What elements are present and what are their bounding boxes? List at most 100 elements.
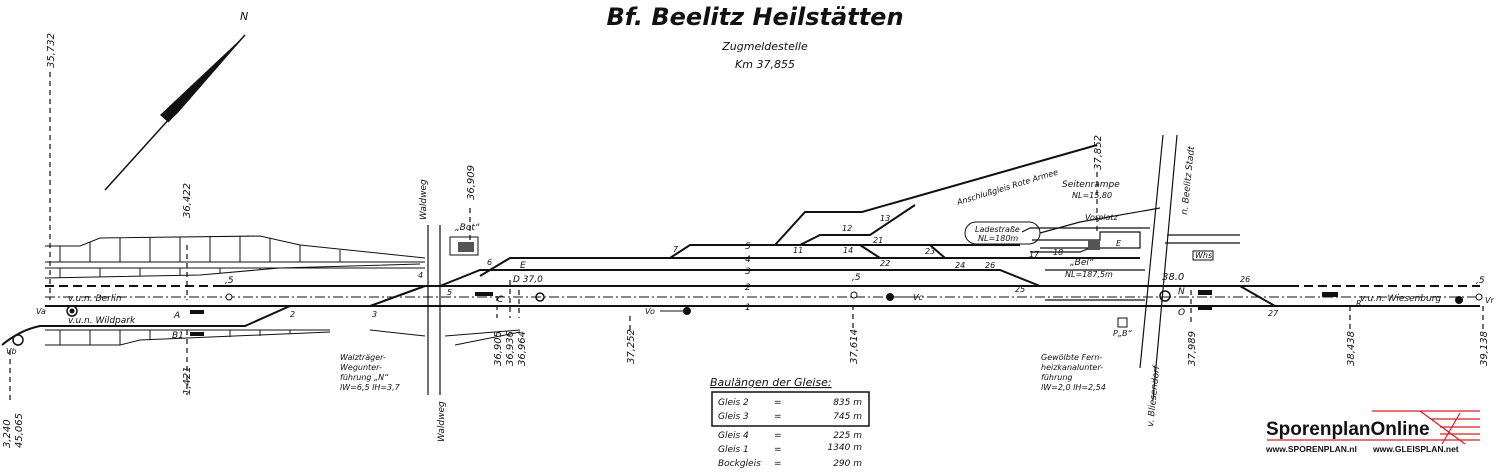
svg-text:38,438: 38,438 [1346, 331, 1357, 366]
svg-text:Vc: Vc [913, 293, 923, 302]
svg-text:NL=187,5m: NL=187,5m [1065, 270, 1113, 279]
svg-text:Wegunter-: Wegunter- [340, 363, 382, 372]
underpass-n-note: Walzträger- Wegunter- führung „N“ lW=6,5… [340, 353, 401, 392]
svg-text:24: 24 [955, 261, 965, 270]
svg-text:37,852: 37,852 [1093, 135, 1104, 170]
svg-text:NL=180m: NL=180m [978, 234, 1018, 243]
svg-text:35,732: 35,732 [46, 33, 57, 68]
svg-text:Bockgleis: Bockgleis [718, 459, 761, 469]
svg-text:Baulängen der Gleise:: Baulängen der Gleise: [710, 376, 832, 389]
svg-text:37,252: 37,252 [626, 329, 637, 364]
svg-text:„Bel“: „Bel“ [1070, 258, 1094, 268]
lengths-row: Gleis 1 = 1340 m [718, 443, 862, 455]
switch-numbers: 2 3 4 5 6 7 11 12 13 14 17 18 21 22 23 2… [290, 214, 1279, 319]
svg-text:6: 6 [487, 258, 492, 267]
svg-text:N: N [240, 10, 248, 23]
svg-text:Whs: Whs [1195, 251, 1212, 260]
svg-text:23: 23 [925, 247, 935, 256]
line-label-wildpark: v.u.n. Wildpark [68, 316, 136, 326]
svg-text:Walzträger-: Walzträger- [340, 353, 386, 362]
svg-text:lW=2,0 lH=2,54: lW=2,0 lH=2,54 [1041, 383, 1106, 392]
svg-text:Vb: Vb [6, 347, 17, 356]
svg-text:3,240: 3,240 [2, 419, 13, 448]
svg-text:=: = [774, 445, 782, 455]
lengths-row: Bockgleis = 290 m [718, 459, 862, 469]
svg-text:39,138: 39,138 [1479, 331, 1490, 366]
svg-text:Va: Va [36, 307, 46, 316]
road-label-waldweg-top: Waldweg [419, 179, 429, 220]
road-label-beelitz-stadt: n. Beelitz Stadt [1180, 145, 1197, 215]
svg-text:E: E [520, 261, 526, 271]
svg-text:7: 7 [673, 245, 679, 254]
svg-text:14: 14 [843, 246, 853, 255]
svg-text:37,614: 37,614 [849, 329, 860, 364]
svg-text:„Bot“: „Bot“ [455, 223, 480, 233]
svg-text:Vorplatz: Vorplatz [1085, 213, 1119, 222]
svg-text:,5: ,5 [852, 273, 861, 283]
lengths-row: Gleis 2 = 835 m [718, 398, 862, 408]
roads [427, 134, 1240, 401]
svg-text:führung „N“: führung „N“ [340, 373, 389, 382]
svg-text:4: 4 [745, 255, 751, 265]
svg-text:36,964: 36,964 [517, 331, 528, 366]
track-numbers: 1 2 3 4 5 ,5 ,5 ,5 [225, 242, 1485, 313]
svg-text:2: 2 [745, 283, 751, 293]
svg-text:B1: B1 [172, 331, 184, 341]
svg-text:18: 18 [1053, 248, 1063, 257]
svg-text:,5: ,5 [225, 276, 234, 286]
svg-text:2: 2 [290, 310, 295, 319]
svg-text:25: 25 [1015, 285, 1025, 294]
svg-text:12: 12 [842, 224, 852, 233]
svg-text:Seitenrampe: Seitenrampe [1062, 180, 1120, 190]
svg-text:225 m: 225 m [833, 431, 862, 441]
svg-text:45,065: 45,065 [14, 413, 25, 448]
svg-text:C: C [497, 295, 504, 305]
svg-text:Ladestraße: Ladestraße [975, 225, 1020, 234]
svg-text:Vr: Vr [1485, 296, 1494, 305]
svg-text:D 37,0: D 37,0 [513, 275, 543, 285]
svg-text:13: 13 [880, 214, 890, 223]
svg-text:,5: ,5 [1476, 276, 1485, 286]
svg-text:290 m: 290 m [833, 459, 862, 469]
svg-text:O: O [1178, 308, 1185, 318]
svg-text:22: 22 [880, 259, 890, 268]
svg-text:5: 5 [745, 242, 751, 252]
svg-text:1: 1 [745, 303, 751, 313]
svg-text:38.0: 38.0 [1162, 272, 1184, 283]
svg-text:11: 11 [793, 246, 803, 255]
svg-text:=: = [774, 459, 782, 469]
svg-text:www.GLEISPLAN.net: www.GLEISPLAN.net [1372, 444, 1459, 454]
svg-text:Gleis 4: Gleis 4 [718, 431, 749, 441]
svg-text:36,905: 36,905 [493, 331, 504, 366]
svg-text:E: E [1116, 239, 1122, 248]
road-label-bliesendorf: v. Bliesendorf [1146, 364, 1163, 428]
svg-text:1,421: 1,421 [182, 366, 193, 395]
svg-text:3: 3 [372, 310, 377, 319]
svg-text:36,422: 36,422 [182, 183, 193, 218]
svg-text:835 m: 835 m [833, 398, 862, 408]
svg-text:Gewölbte Fern-: Gewölbte Fern- [1041, 353, 1102, 362]
svg-text:5: 5 [447, 288, 452, 297]
lengths-row: Gleis 4 = 225 m [718, 431, 862, 441]
track-lengths-table: Baulängen der Gleise: Gleis 2 = 835 m Gl… [710, 376, 870, 469]
tracks [1, 144, 1480, 346]
north-arrow-icon: N [104, 10, 248, 191]
road-label-waldweg-bottom: Waldweg [437, 401, 447, 442]
svg-text:lW=6,5 lH=3,7: lW=6,5 lH=3,7 [340, 383, 401, 392]
svg-text:Gleis 3: Gleis 3 [718, 412, 749, 422]
km-markers: 35,732 36,422 1,421 3,240 45,065 36,909 … [2, 33, 1490, 448]
line-label-berlin: v.u.n. Berlin [68, 294, 122, 304]
line-label-siding: Anschlußgleis Rote Armee [955, 168, 1059, 208]
svg-text:3: 3 [745, 267, 751, 277]
svg-text:=: = [774, 431, 782, 441]
svg-text:27: 27 [1268, 309, 1279, 318]
svg-text:36,909: 36,909 [466, 165, 477, 200]
svg-text:37,989: 37,989 [1187, 331, 1198, 366]
plan-km: Km 37,855 [735, 58, 795, 71]
svg-text:4: 4 [418, 271, 423, 280]
svg-text:36,936: 36,936 [505, 331, 516, 366]
lengths-row: Gleis 3 = 745 m [718, 412, 862, 422]
svg-text:R: R [1356, 299, 1362, 308]
svg-text:Gleis 2: Gleis 2 [718, 398, 749, 408]
